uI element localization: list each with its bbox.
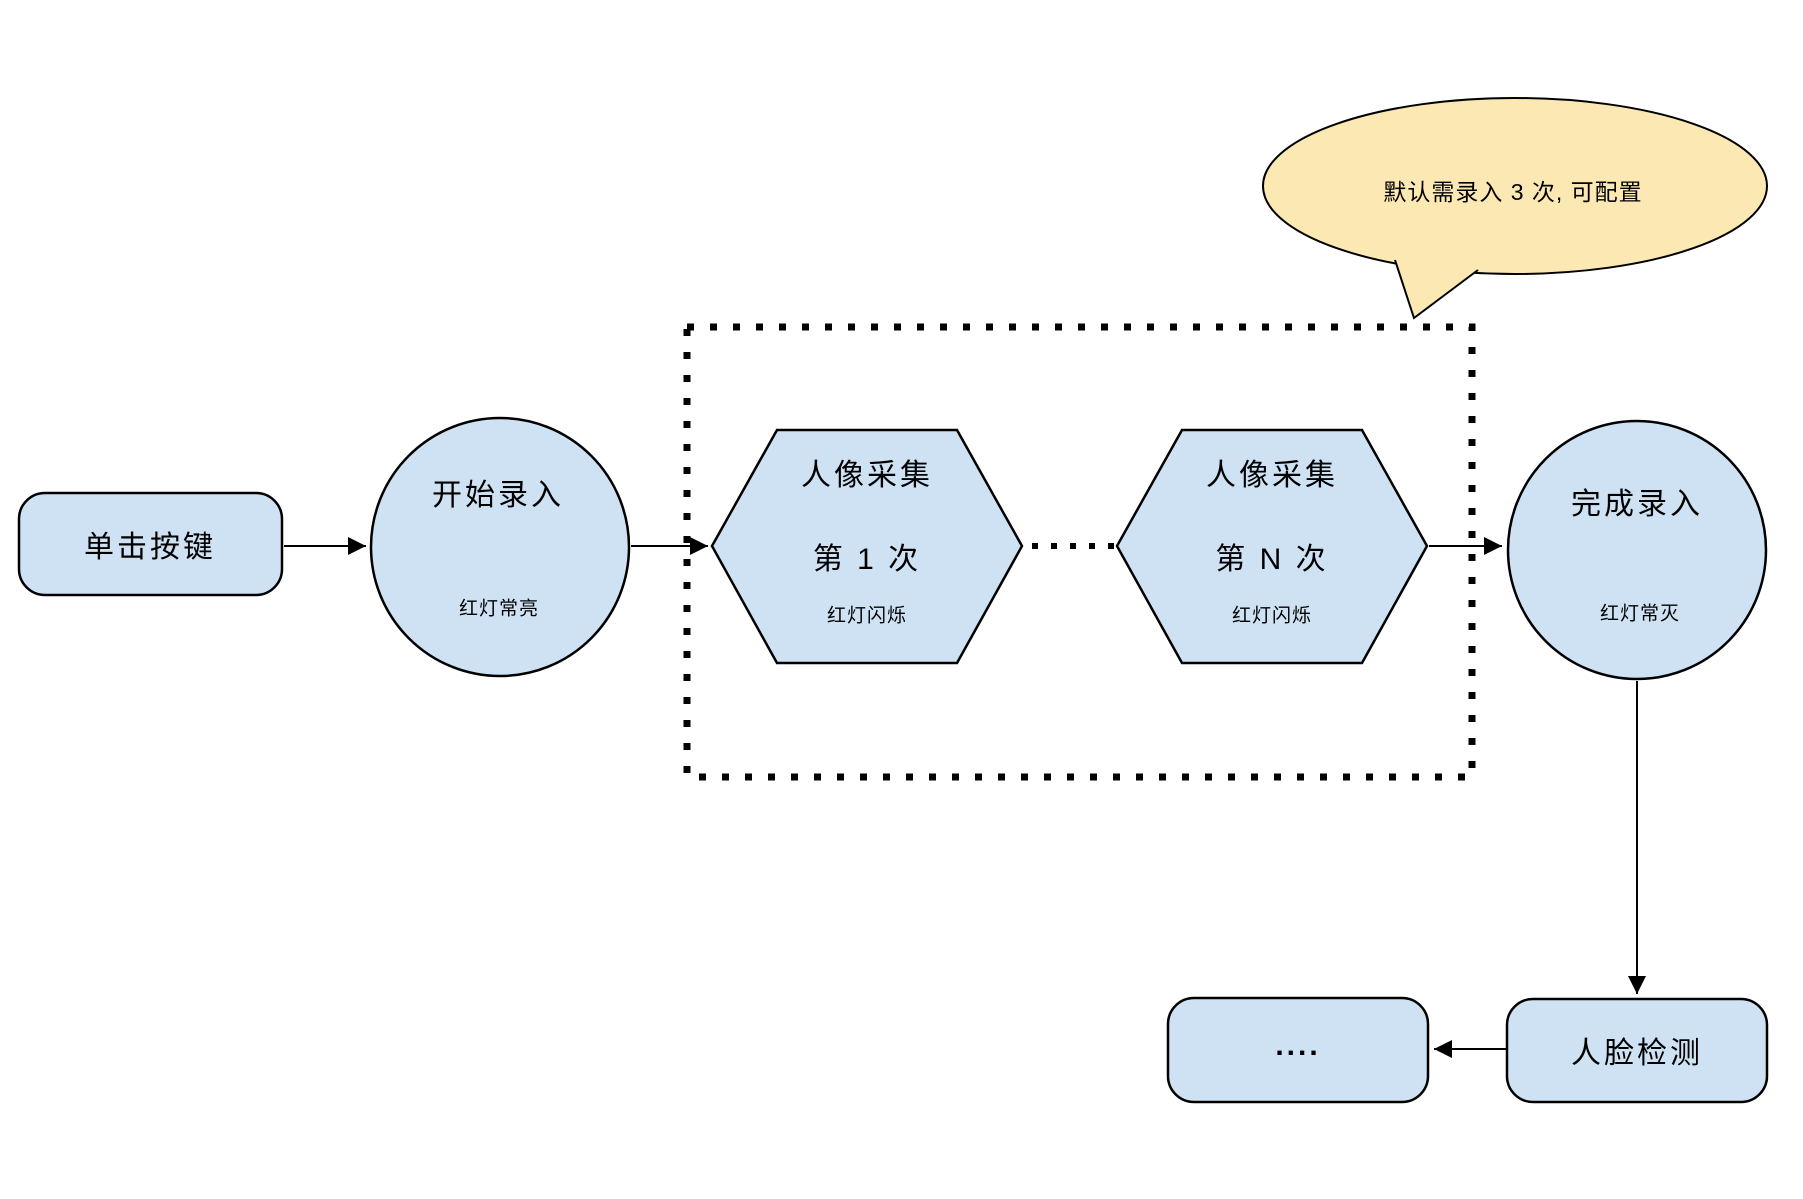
capture-group-dotted-border (683, 323, 1476, 781)
node-continuation-label: .... (1275, 1029, 1321, 1062)
node-capture-nth-title: 人像采集 (1206, 459, 1338, 492)
node-capture-first-subtitle: 第 1 次 (812, 543, 922, 576)
node-finish-enroll-status: 红灯常灭 (1599, 603, 1681, 625)
node-capture-first-status: 红灯闪烁 (826, 605, 908, 627)
node-click-button-label: 单击按键 (84, 531, 216, 564)
node-capture-nth-subtitle: 第 N 次 (1215, 543, 1329, 576)
node-start-enroll-label: 开始录入 (432, 479, 564, 512)
node-start-enroll-shape (369, 416, 631, 678)
node-continuation-shape (1166, 996, 1430, 1104)
node-start-enroll-status: 红灯常亮 (458, 598, 540, 620)
callout-bubble-shape (1262, 97, 1768, 275)
node-capture-nth-status: 红灯闪烁 (1231, 605, 1313, 627)
callout-bubble-text: 默认需录入 3 次, 可配置 (1383, 179, 1643, 205)
callout-bubble-tail (1395, 260, 1478, 318)
node-face-detection-shape (1505, 997, 1769, 1104)
node-face-detection-label: 人脸检测 (1571, 1037, 1703, 1070)
node-capture-nth-shape (1115, 428, 1429, 665)
node-click-button-shape (17, 491, 284, 597)
node-finish-enroll-shape (1506, 419, 1768, 681)
node-finish-enroll-label: 完成录入 (1571, 488, 1703, 521)
callout-bubble-tail-outline (1394, 259, 1479, 320)
node-capture-first-shape (710, 428, 1024, 665)
node-capture-first-title: 人像采集 (801, 459, 933, 492)
